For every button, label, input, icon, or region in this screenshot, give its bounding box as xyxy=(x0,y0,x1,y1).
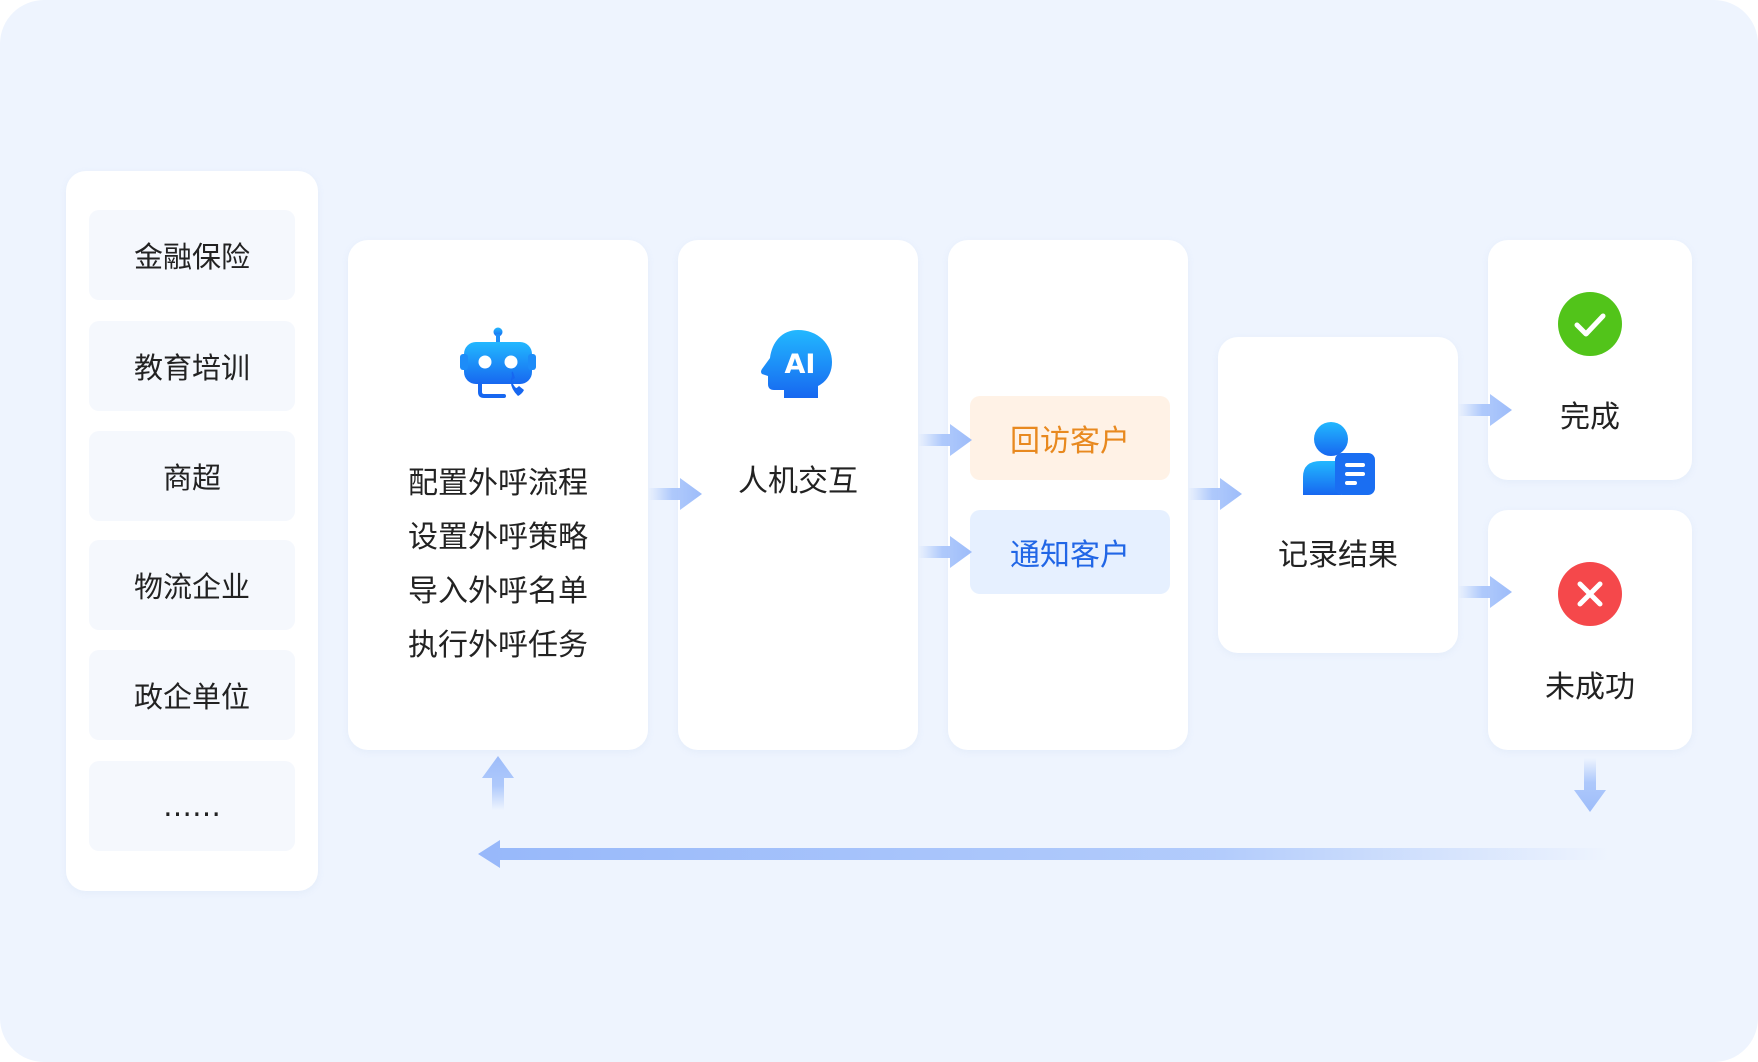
industry-item-logistics: 物流企业 xyxy=(89,540,295,630)
arrow-to-revisit xyxy=(918,424,972,456)
revisit-customer-tag: 回访客户 xyxy=(970,396,1170,480)
check-circle-icon xyxy=(1558,292,1622,356)
ai-head-icon: AI xyxy=(760,328,834,400)
arrow-retry-up xyxy=(482,756,514,810)
record-label: 记录结果 xyxy=(1278,538,1398,573)
config-line-1: 配置外呼流程 xyxy=(408,466,588,501)
arrow-to-success xyxy=(1458,394,1512,426)
config-card: 配置外呼流程 设置外呼策略 导入外呼名单 执行外呼任务 xyxy=(348,240,648,750)
success-label: 完成 xyxy=(1560,400,1620,435)
interaction-label: 人机交互 xyxy=(738,464,858,499)
arrow-to-notify xyxy=(918,536,972,568)
notify-customer-tag: 通知客户 xyxy=(970,510,1170,594)
cross-circle-icon xyxy=(1558,562,1622,626)
industry-item-finance: 金融保险 xyxy=(89,210,295,300)
notify-card xyxy=(948,240,1188,750)
industry-item-more: …… xyxy=(89,761,295,851)
arrow-config-to-interaction xyxy=(648,478,702,510)
industry-item-government: 政企单位 xyxy=(89,650,295,740)
industry-item-retail: 商超 xyxy=(89,431,295,521)
retry-loop-arrow xyxy=(478,840,1610,868)
record-card: 记录结果 xyxy=(1218,337,1458,653)
industry-item-education: 教育培训 xyxy=(89,321,295,411)
config-line-4: 执行外呼任务 xyxy=(408,628,588,663)
failure-label: 未成功 xyxy=(1545,670,1635,705)
config-line-2: 设置外呼策略 xyxy=(408,520,588,555)
industry-list: 金融保险 教育培训 商超 物流企业 政企单位 …… xyxy=(66,171,318,891)
robot-phone-icon xyxy=(460,326,536,402)
user-document-icon xyxy=(1301,421,1375,495)
arrow-to-record xyxy=(1188,478,1242,510)
arrow-to-failure xyxy=(1458,576,1512,608)
failure-card: 未成功 xyxy=(1488,510,1692,750)
config-line-3: 导入外呼名单 xyxy=(408,574,588,609)
interaction-card: AI 人机交互 xyxy=(678,240,918,750)
arrow-failure-down xyxy=(1574,758,1606,812)
svg-text:AI: AI xyxy=(785,349,816,380)
success-card: 完成 xyxy=(1488,240,1692,480)
